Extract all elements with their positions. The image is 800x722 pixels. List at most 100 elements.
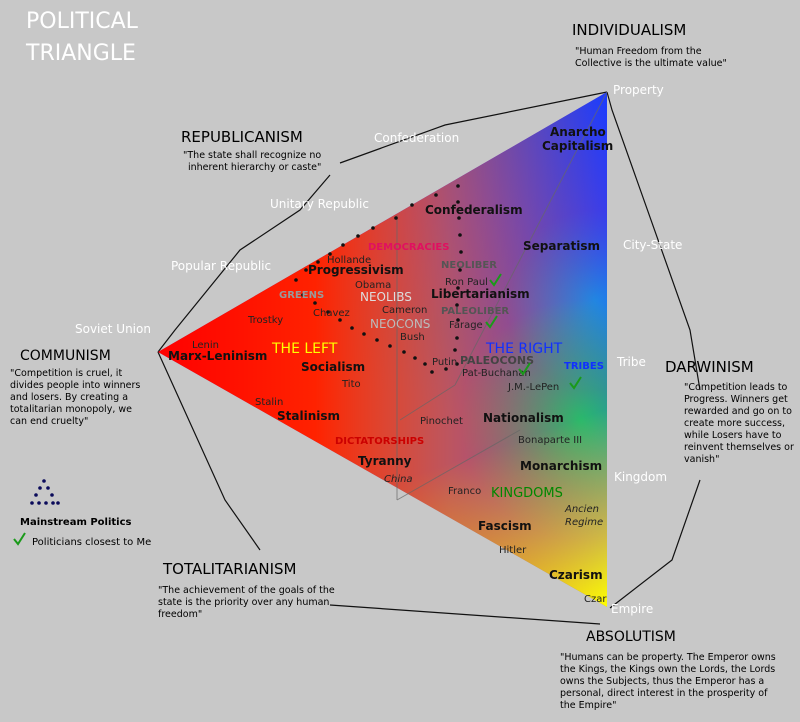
inner-divider-lines [396, 91, 608, 501]
check-icon [485, 273, 582, 390]
person-bonaparte: Bonaparte III [518, 435, 582, 446]
person-farage: Farage [449, 320, 483, 331]
person-hitler: Hitler [499, 545, 527, 556]
edge-label-tribe: Tribe [616, 355, 646, 369]
person-pat-buchanan: Pat-Buchanan [462, 368, 531, 379]
mainstream-dots-icon [30, 479, 60, 505]
ideology-anarcho: Anarcho [550, 125, 606, 139]
corner-communism-quote: "Competition is cruel, it [10, 368, 122, 379]
person-obama: Obama [355, 280, 391, 291]
person-chavez: Chavez [313, 308, 350, 319]
region-greens: GREENS [279, 290, 324, 301]
ideology-libertarianism: Libertarianism [431, 287, 530, 301]
corner-republicanism-quote: "The state shall recognize no [183, 150, 321, 161]
ideology-confederalism: Confederalism [425, 203, 523, 217]
corner-individualism-quote: Collective is the ultimate value" [575, 58, 727, 69]
corner-absolutism-title: ABSOLUTISM [586, 629, 676, 645]
person-pinochet: Pinochet [420, 416, 463, 427]
edge-label-soviet-union: Soviet Union [75, 322, 151, 336]
region-democracies: DEMOCRACIES [368, 242, 449, 253]
region-neolibs: NEOLIBS [360, 290, 412, 304]
corner-republicanism-title: REPUBLICANISM [181, 128, 303, 146]
corner-darwinism-quote: create more success, [684, 418, 785, 429]
person-stalin: Stalin [255, 397, 283, 408]
color-triangle [158, 92, 607, 607]
edge-label-city-state: City-State [623, 238, 682, 252]
region-paleocons: PALEOCONS [460, 354, 534, 367]
ideology-monarchism: Monarchism [520, 459, 602, 473]
ideology-stalinism: Stalinism [277, 409, 340, 423]
legend-closest-label: Politicians closest to Me [32, 537, 151, 548]
corner-totalitarianism-quote: freedom" [158, 609, 202, 620]
corner-absolutism-quote: the Kings, the Kings own the Lords, the … [560, 664, 775, 675]
ideology-ancien-regime: Regime [565, 517, 603, 528]
person-tito: Tito [341, 379, 361, 390]
corner-absolutism-quote: the Empire" [560, 700, 616, 711]
region-tribes: TRIBES [564, 361, 604, 372]
edge-label-property: Property [613, 83, 664, 97]
corner-communism-quote: and losers. By creating a [10, 392, 128, 403]
person-bush: Bush [400, 332, 425, 343]
corner-absolutism-quote: owns the Subjects, thus the Emperor has … [560, 676, 764, 687]
person-cameron: Cameron [382, 305, 427, 316]
check-icon [13, 532, 26, 546]
person-jm-lepen: J.M.-LePen [507, 382, 559, 393]
corner-communism-quote: can end cruelty" [10, 416, 88, 427]
person-china: China [384, 474, 413, 485]
edge-label-unitary-republic: Unitary Republic [270, 197, 369, 211]
corner-absolutism-quote: personal, direct interest in the prosper… [560, 688, 768, 699]
corner-communism-quote: totalitarian monopoly, we [10, 404, 132, 415]
region-neoliber: NEOLIBER [441, 260, 497, 271]
corner-totalitarianism-title: TOTALITARIANISM [162, 560, 296, 578]
corner-communism-title: COMMUNISM [20, 348, 111, 364]
corner-individualism-quote: "Human Freedom from the [575, 46, 702, 57]
corner-individualism-title: INDIVIDUALISM [572, 21, 686, 39]
corner-absolutism-quote: "Humans can be property. The Emperor own… [560, 652, 776, 663]
corner-darwinism-quote: reinvent themselves or [684, 442, 794, 453]
corner-communism-quote: divides people into winners [10, 380, 140, 391]
person-czar: Czar [584, 594, 607, 605]
corner-totalitarianism-quote: "The achievement of the goals of the [158, 585, 335, 596]
ideology-tyranny: Tyranny [358, 454, 412, 468]
person-trostky: Trostky [247, 315, 283, 326]
ideology-capitalism: Capitalism [542, 139, 613, 153]
legend-mainstream-label: Mainstream Politics [20, 517, 132, 528]
corner-darwinism-quote: vanish" [684, 454, 719, 465]
person-lenin: Lenin [192, 340, 219, 351]
edge-label-popular-republic: Popular Republic [171, 259, 271, 273]
ideology-socialism: Socialism [301, 360, 365, 374]
ideology-fascism: Fascism [478, 519, 532, 533]
region-neocons: NEOCONS [370, 317, 430, 331]
ideology-ancien-regime: Ancien [564, 504, 599, 515]
corner-darwinism-quote: Progress. Winners get [684, 394, 788, 405]
edge-label-kingdom: Kingdom [614, 470, 667, 484]
person-putin: Putin [432, 357, 457, 368]
diagram-title-line-1: POLITICAL [26, 9, 139, 34]
person-hollande: Hollande [327, 255, 371, 266]
corner-republicanism-quote: inherent hierarchy or caste" [188, 162, 321, 173]
outer-connector-lines [157, 91, 701, 625]
ideology-progressivism: Progressivism [308, 263, 404, 277]
region-dictatorships: DICTATORSHIPS [335, 436, 424, 447]
diagram-title-line-2: TRIANGLE [25, 41, 136, 66]
region-kingdoms: KINGDOMS [491, 486, 563, 501]
person-franco: Franco [448, 486, 481, 497]
ideology-marx-leninism: Marx-Leninism [168, 349, 267, 363]
corner-darwinism-quote: "Competition leads to [684, 382, 788, 393]
ideology-separatism: Separatism [523, 239, 600, 253]
region-paleoliber: PALEOLIBER [441, 306, 509, 317]
mainstream-dots [294, 184, 463, 374]
edge-label-empire: Empire [611, 602, 653, 616]
ideology-nationalism: Nationalism [483, 411, 564, 425]
corner-darwinism-quote: rewarded and go on to [684, 406, 792, 417]
legend: Mainstream Politics Politicians closest … [13, 479, 151, 548]
corner-totalitarianism-quote: state is the priority over any human [158, 597, 329, 608]
edge-label-confederation: Confederation [374, 131, 459, 145]
person-ron-paul: Ron Paul [445, 277, 488, 288]
region-the-left: THE LEFT [271, 341, 338, 357]
corner-darwinism-quote: while Losers have to [684, 430, 782, 441]
region-the-right: THE RIGHT [485, 341, 563, 357]
ideology-czarism: Czarism [549, 568, 603, 582]
corner-darwinism-title: DARWINISM [665, 358, 754, 376]
